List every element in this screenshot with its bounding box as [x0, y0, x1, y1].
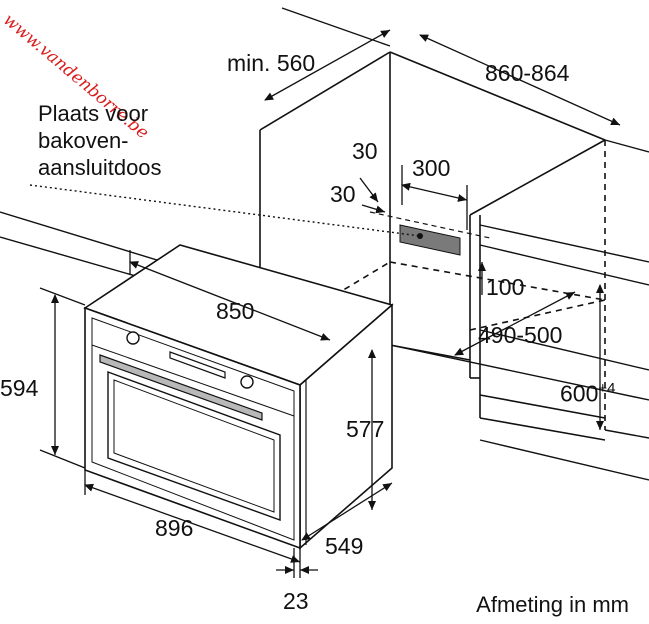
- label-front-thickness: 23: [283, 588, 309, 614]
- label-socket-offset-a: 30: [352, 138, 378, 164]
- label-oven-depth: 549: [325, 533, 364, 559]
- note-line-3: aansluitdoos: [38, 155, 162, 180]
- caption-units: Afmeting in mm: [476, 592, 629, 617]
- label-oven-width-top: 850: [216, 298, 255, 324]
- label-niche-height: 600+4: [560, 381, 615, 406]
- oven: [83, 244, 394, 550]
- label-inner-height: 577: [346, 416, 385, 442]
- label-socket-height: 100: [486, 274, 525, 300]
- label-niche-depth: 490-500: [478, 322, 563, 348]
- label-front-width: 896: [155, 515, 194, 541]
- socket-box: [369, 211, 491, 256]
- note-line-1: Plaats voor: [38, 101, 149, 126]
- note-leader-line: [29, 184, 421, 237]
- label-min-depth: min. 560: [227, 50, 316, 76]
- label-socket-width: 300: [412, 155, 451, 181]
- label-niche-height-tolerance: +4: [598, 380, 616, 397]
- label-niche-width: 860-864: [485, 60, 570, 86]
- label-oven-height: 594: [0, 375, 39, 401]
- label-niche-height-value: 600: [560, 380, 599, 407]
- label-socket-offset-b: 30: [330, 181, 356, 207]
- dimension-lines: [39, 29, 621, 578]
- note-line-2: bakoven-: [38, 128, 129, 153]
